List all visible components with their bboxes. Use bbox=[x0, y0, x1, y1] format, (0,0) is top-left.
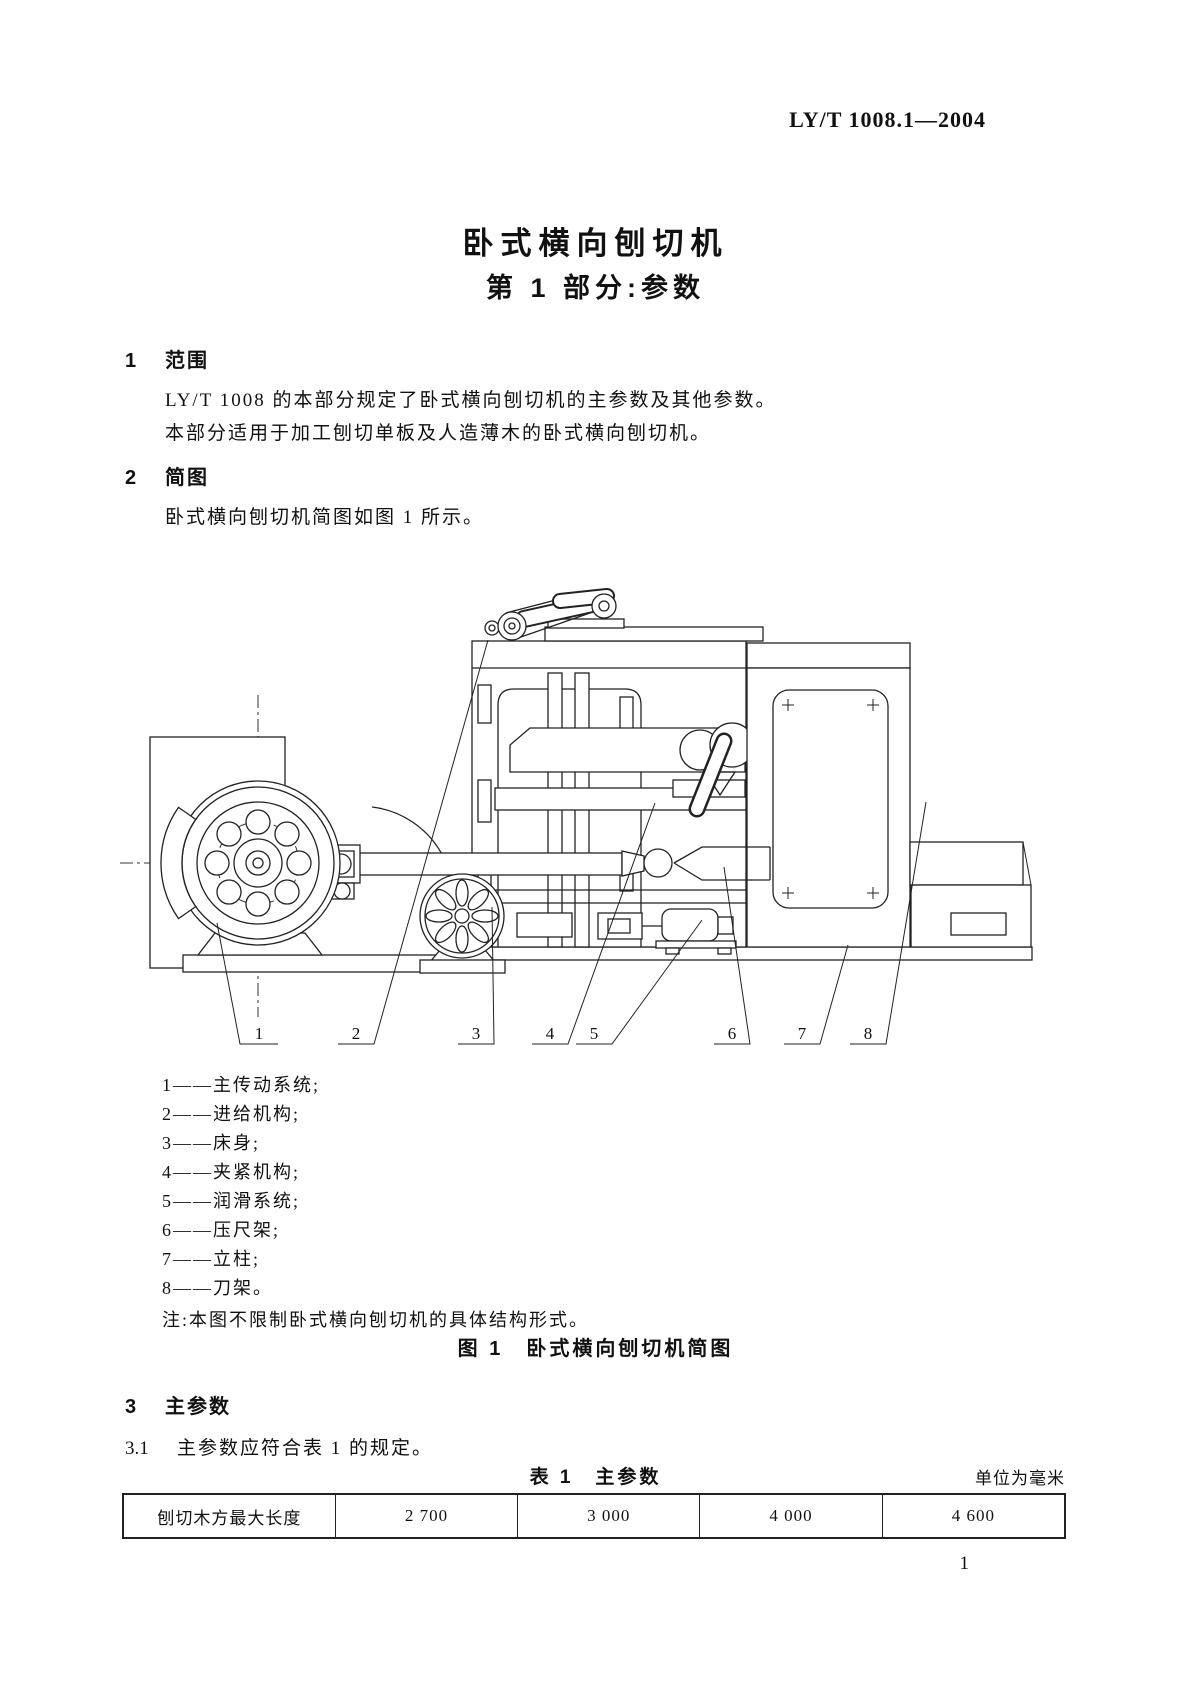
panel-corner-marks bbox=[782, 699, 879, 899]
frame-top-plate bbox=[544, 626, 764, 642]
legend-item: 1——主传动系统; bbox=[162, 1075, 321, 1095]
column-cap bbox=[746, 642, 911, 669]
flywheel bbox=[160, 780, 341, 946]
spoked-handwheel bbox=[419, 873, 506, 974]
legend-item: 7——立柱; bbox=[162, 1249, 261, 1269]
section-1-number: 1 bbox=[125, 350, 137, 372]
top-feed-rollers bbox=[484, 588, 625, 641]
figure-caption: 图 1 卧式横向刨切机简图 bbox=[457, 1338, 734, 1360]
part-label-2: 2 bbox=[352, 1024, 361, 1043]
page-number: 1 bbox=[959, 1553, 970, 1574]
legend-item: 6——压尺架; bbox=[162, 1220, 281, 1240]
belt-guard-segment bbox=[160, 806, 197, 920]
section-1-paragraph-2: 本部分适用于加工刨切单板及人造薄木的卧式横向刨切机。 bbox=[165, 423, 712, 444]
clamp-mechanism bbox=[672, 722, 755, 818]
section-1-paragraph-1: LY/T 1008 的本部分规定了卧式横向刨切机的主参数及其他参数。 bbox=[165, 390, 777, 411]
part-label-6: 6 bbox=[728, 1024, 737, 1043]
lubrication-pump bbox=[597, 908, 737, 955]
table-unit-note: 单位为毫米 bbox=[975, 1469, 1065, 1488]
figure-1-drawing: 1 2 3 4 5 6 7 8 bbox=[120, 588, 1033, 1045]
part-label-8: 8 bbox=[864, 1024, 873, 1043]
legend-item: 5——润滑系统; bbox=[162, 1191, 301, 1211]
part-label-5: 5 bbox=[590, 1024, 599, 1043]
part-label-4: 4 bbox=[546, 1024, 555, 1043]
clause-3-1-number: 3.1 bbox=[125, 1438, 149, 1459]
table-row-label: 刨切木方最大长度 bbox=[122, 1493, 336, 1539]
table-1: 刨切木方最大长度 2 700 3 000 4 000 4 600 bbox=[122, 1493, 1066, 1539]
table-cell: 2 700 bbox=[334, 1493, 519, 1539]
tool-rest bbox=[909, 841, 1032, 948]
section-3-number: 3 bbox=[125, 1396, 137, 1418]
table-row: 刨切木方最大长度 2 700 3 000 4 000 4 600 bbox=[122, 1493, 1066, 1539]
document-title: 卧式横向刨切机 bbox=[462, 226, 729, 261]
part-labels: 1 2 3 4 5 6 7 8 bbox=[255, 1024, 873, 1043]
part-label-3: 3 bbox=[472, 1024, 481, 1043]
table-cell: 4 000 bbox=[699, 1493, 883, 1539]
leader-lines bbox=[216, 639, 927, 1045]
figure-legend: 1——主传动系统; 2——进给机构; 3——床身; 4——夹紧机构; 5——润滑… bbox=[162, 1071, 320, 1303]
part-label-7: 7 bbox=[798, 1024, 807, 1043]
part-label-1: 1 bbox=[255, 1024, 264, 1043]
section-2-number: 2 bbox=[125, 467, 137, 489]
table-cell: 4 600 bbox=[881, 1493, 1066, 1539]
table-cell: 3 000 bbox=[517, 1493, 701, 1539]
figure-note: 注:本图不限制卧式横向刨切机的具体结构形式。 bbox=[162, 1310, 589, 1330]
section-2-paragraph-1: 卧式横向刨切机简图如图 1 所示。 bbox=[165, 507, 485, 528]
legend-item: 3——床身; bbox=[162, 1133, 261, 1153]
clamp-handle bbox=[691, 735, 730, 815]
standard-number: LY/T 1008.1—2004 bbox=[789, 107, 986, 132]
document-subtitle: 第 1 部分:参数 bbox=[485, 273, 705, 303]
legend-item: 8——刀架。 bbox=[162, 1278, 273, 1298]
knife-bar bbox=[621, 846, 771, 881]
column-panel bbox=[772, 689, 889, 909]
frame-window-arch bbox=[497, 688, 642, 947]
column bbox=[746, 642, 911, 948]
legend-item: 2——进给机构; bbox=[162, 1104, 301, 1124]
legend-item: 4——夹紧机构; bbox=[162, 1162, 301, 1182]
table-1-title: 表 1 主参数 bbox=[529, 1467, 662, 1488]
